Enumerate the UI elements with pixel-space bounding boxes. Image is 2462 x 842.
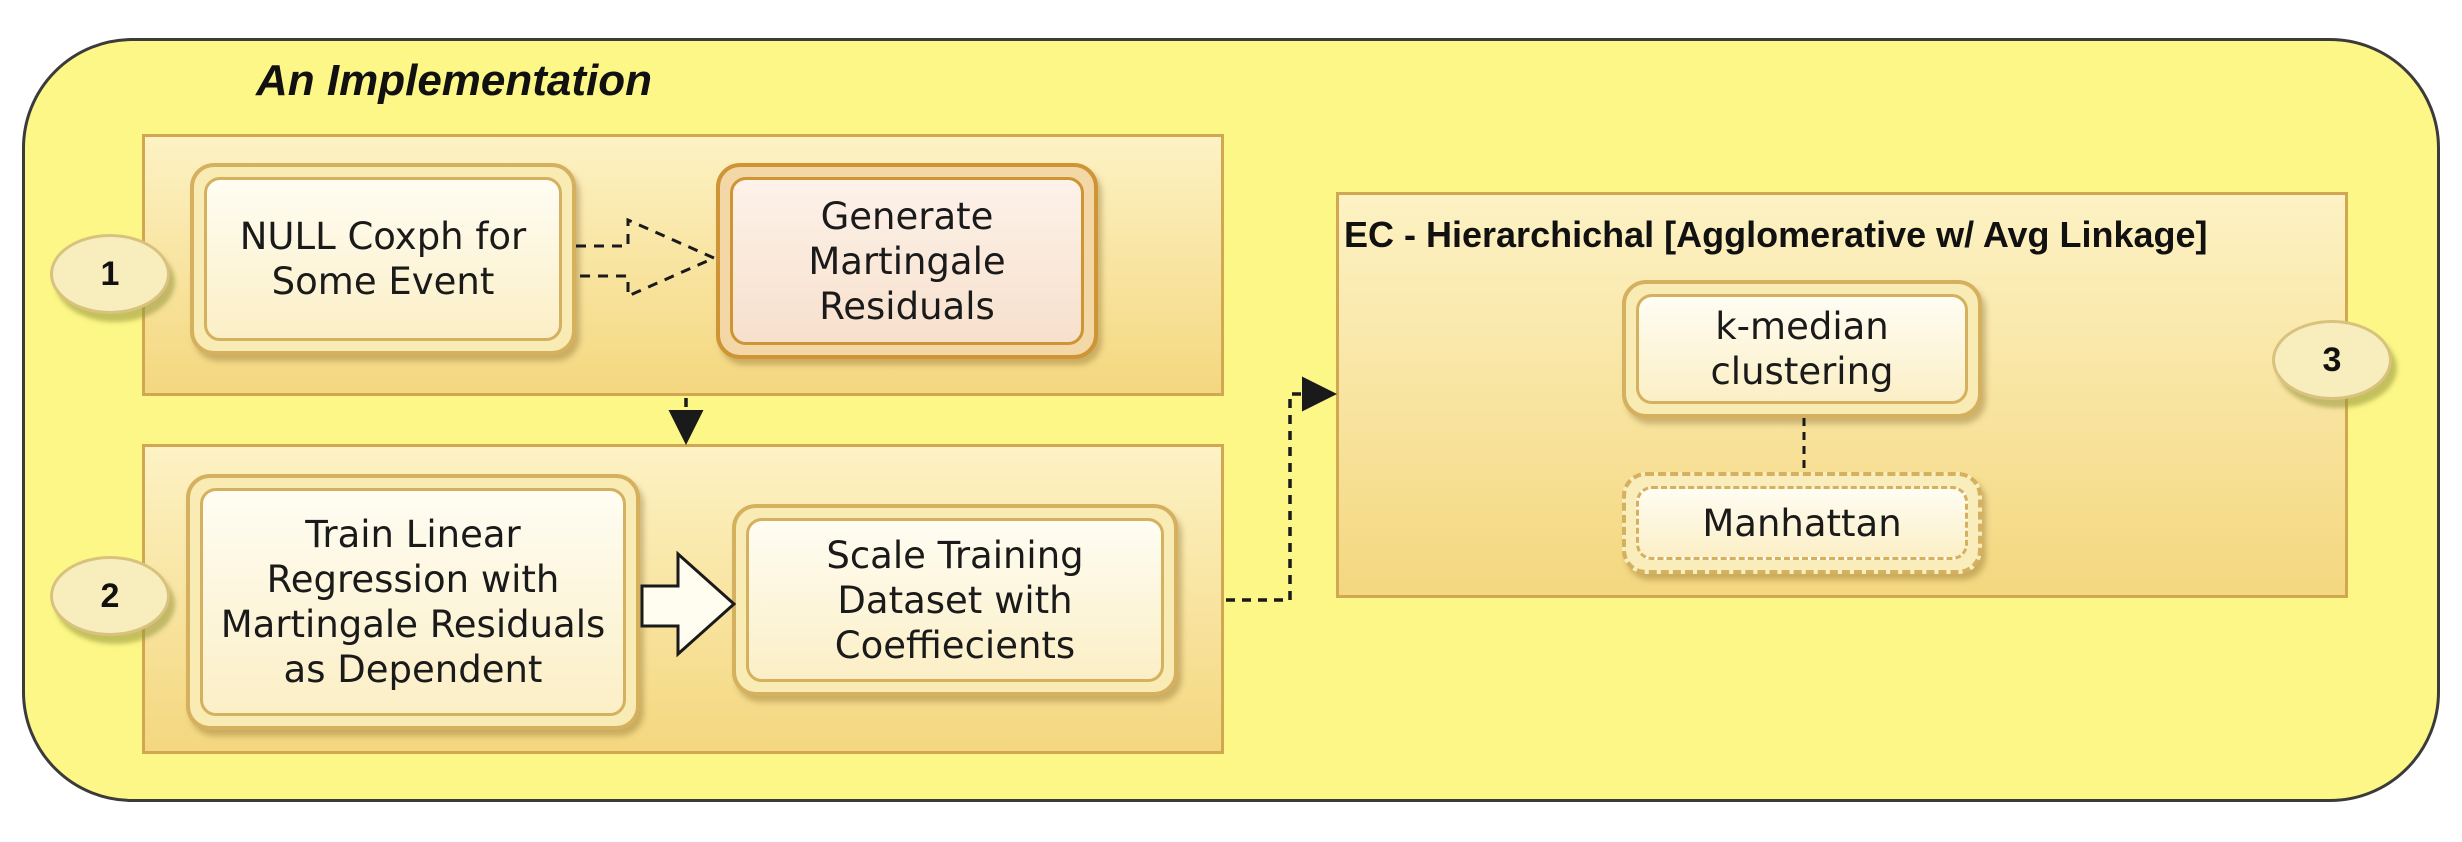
step2-badge-label: 2	[100, 576, 120, 615]
manhattan-box: Manhattan	[1622, 472, 1982, 574]
solid-block-arrow	[640, 550, 737, 658]
step2-to-step3-arrow	[1226, 376, 1337, 602]
martingale-residuals-box: Generate Martingale Residuals	[716, 163, 1098, 359]
train-regression-box: Train Linear Regression with Martingale …	[186, 474, 640, 730]
train-regression-label: Train Linear Regression with Martingale …	[220, 513, 606, 691]
step1-badge: 1	[50, 234, 170, 314]
step3-badge: 3	[2272, 320, 2392, 400]
scale-training-label: Scale Training Dataset with Coeffiecient…	[826, 533, 1084, 667]
scale-training-box: Scale Training Dataset with Coeffiecient…	[732, 504, 1178, 696]
ec-panel-title: EC - Hierarchichal [Agglomerative w/ Avg…	[1344, 214, 2208, 255]
step2-badge: 2	[50, 556, 170, 636]
step1-badge-label: 1	[100, 254, 120, 293]
manhattan-label: Manhattan	[1702, 501, 1902, 545]
dashed-block-arrow	[576, 217, 718, 299]
k-median-label: k-median clustering	[1710, 305, 1894, 393]
step3-badge-label: 3	[2322, 340, 2342, 379]
null-coxph-box: NULL Coxph for Some Event	[190, 163, 576, 355]
martingale-residuals-label: Generate Martingale Residuals	[808, 194, 1006, 328]
diagram-title: An Implementation	[256, 56, 653, 105]
k-median-box: k-median clustering	[1622, 280, 1982, 418]
null-coxph-label: NULL Coxph for Some Event	[239, 215, 527, 303]
